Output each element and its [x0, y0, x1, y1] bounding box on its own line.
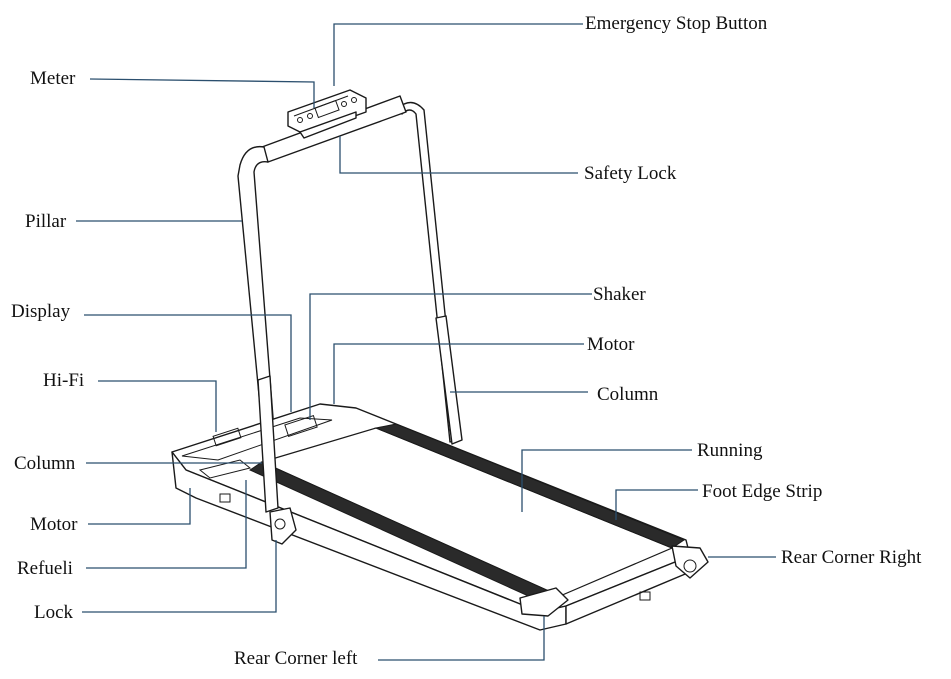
label-motor-bottom: Motor	[30, 514, 78, 535]
label-running: Running	[697, 440, 763, 461]
label-rear-corner-left: Rear Corner left	[234, 648, 358, 669]
treadmill-base	[171, 315, 709, 631]
label-rear-corner-right: Rear Corner Right	[781, 547, 922, 568]
label-column-left: Column	[14, 453, 76, 474]
label-column-right: Column	[597, 384, 659, 405]
label-hi-fi: Hi-Fi	[43, 370, 85, 391]
label-pillar: Pillar	[25, 211, 67, 232]
label-motor-top: Motor	[587, 334, 635, 355]
label-lock: Lock	[34, 602, 74, 623]
label-meter: Meter	[30, 68, 76, 89]
label-shaker: Shaker	[593, 284, 646, 305]
label-safety-lock: Safety Lock	[584, 163, 677, 184]
label-foot-edge-strip: Foot Edge Strip	[702, 481, 823, 502]
label-display: Display	[11, 301, 71, 322]
leader-lines	[76, 23, 776, 661]
label-refueli: Refueli	[17, 558, 73, 579]
label-emergency-stop-button: Emergency Stop Button	[585, 13, 768, 34]
meter-console	[287, 89, 367, 139]
